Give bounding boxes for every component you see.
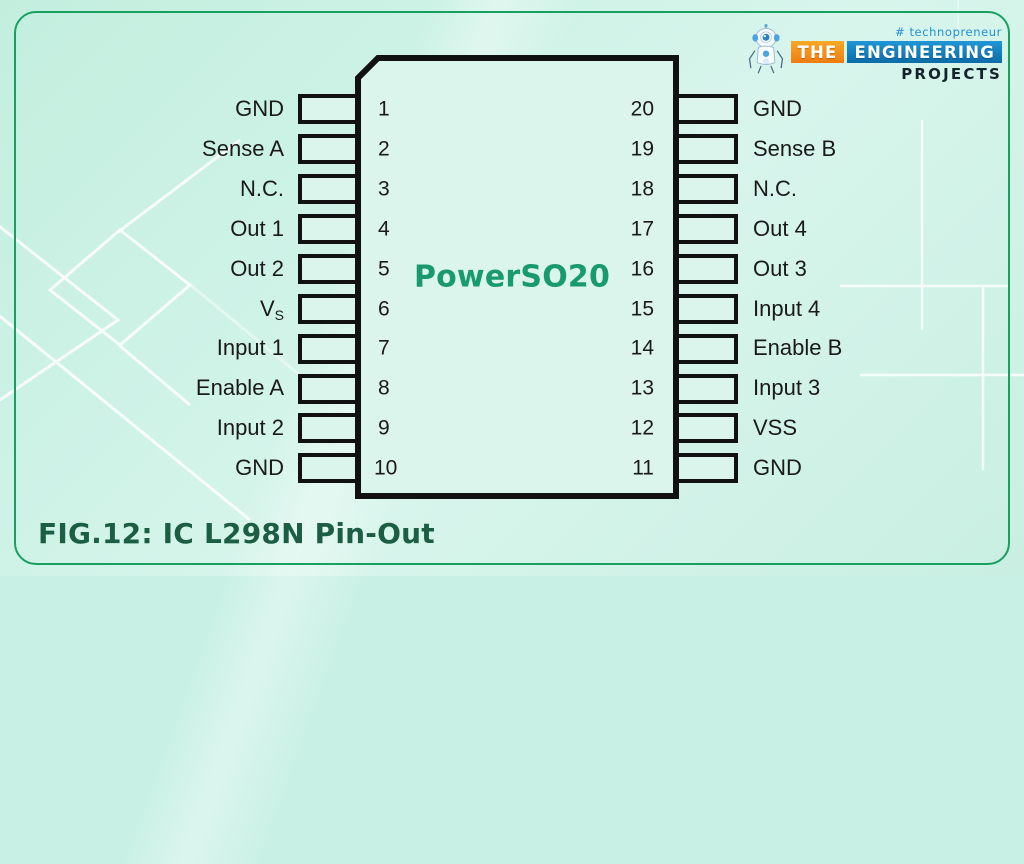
pin-label-7: Input 1 (216, 335, 284, 360)
package-name-label: PowerSO20 (413, 259, 611, 295)
pin-label-14: Enable B (753, 335, 843, 360)
pin-number-16: 16 (630, 257, 654, 281)
pin-label-6-subscript: S (274, 307, 284, 323)
pin-label-18: N.C. (753, 176, 797, 201)
pin-label-4: Out 1 (230, 216, 284, 241)
pin-label-8: Enable A (195, 375, 284, 400)
pin-number-4: 4 (378, 217, 390, 241)
pin-label-6-text: V (259, 296, 275, 321)
logo-wordmark: # technopreneur THE ENGINEERING PROJECTS (790, 22, 1002, 83)
logo-word-projects: PROJECTS (901, 65, 1002, 83)
ic-pinout-diagram (298, 55, 738, 499)
pin-number-12: 12 (630, 416, 654, 440)
pin-label-20: GND (753, 96, 802, 121)
pin-label-5: Out 2 (230, 256, 284, 281)
pin-label-11: GND (753, 455, 802, 480)
logo-bars: THE ENGINEERING (790, 41, 1002, 63)
figure-caption: FIG.12: IC L298N Pin-Out (38, 517, 435, 550)
pin-number-14: 14 (630, 336, 654, 360)
pin-number-8: 8 (378, 376, 390, 400)
robot-icon (748, 23, 783, 74)
pin-number-17: 17 (630, 217, 654, 241)
pin-number-9: 9 (378, 416, 390, 440)
chip-body (355, 55, 679, 499)
pin-label-16: Out 3 (753, 256, 807, 281)
pin-number-10: 10 (374, 456, 398, 480)
pin-number-15: 15 (630, 297, 654, 321)
pin-number-13: 13 (630, 376, 654, 400)
pin-label-9: Input 2 (216, 415, 284, 440)
pin-number-7: 7 (378, 336, 390, 360)
pin-number-3: 3 (378, 177, 390, 201)
pin-number-6: 6 (378, 297, 390, 321)
pin-label-19: Sense B (753, 136, 837, 161)
pin-number-2: 2 (378, 137, 390, 161)
pin-label-3: N.C. (240, 176, 284, 201)
pin-number-5: 5 (378, 257, 390, 281)
pin-label-15: Input 4 (753, 296, 821, 321)
right-pin-shapes (674, 94, 738, 483)
logo-word-engineering: ENGINEERING (847, 41, 1002, 63)
pin-number-11: 11 (632, 456, 654, 480)
brand-logo: # technopreneur THE ENGINEERING PROJECTS (747, 22, 1002, 83)
pin-label-17: Out 4 (753, 216, 807, 241)
logo-word-the: THE (790, 41, 845, 63)
pin-label-6: VS (259, 296, 284, 323)
pin-label-2: Sense A (202, 136, 284, 161)
pin-number-20: 20 (630, 97, 654, 121)
pin-label-1: GND (235, 96, 284, 121)
pin-number-1: 1 (378, 97, 390, 121)
pin-label-13: Input 3 (753, 375, 821, 400)
pin-label-12: VSS (753, 415, 798, 440)
logo-tagline: # technopreneur (894, 25, 1002, 39)
pin-label-10: GND (235, 455, 284, 480)
pin-number-18: 18 (630, 177, 654, 201)
pin-number-19: 19 (630, 137, 654, 161)
